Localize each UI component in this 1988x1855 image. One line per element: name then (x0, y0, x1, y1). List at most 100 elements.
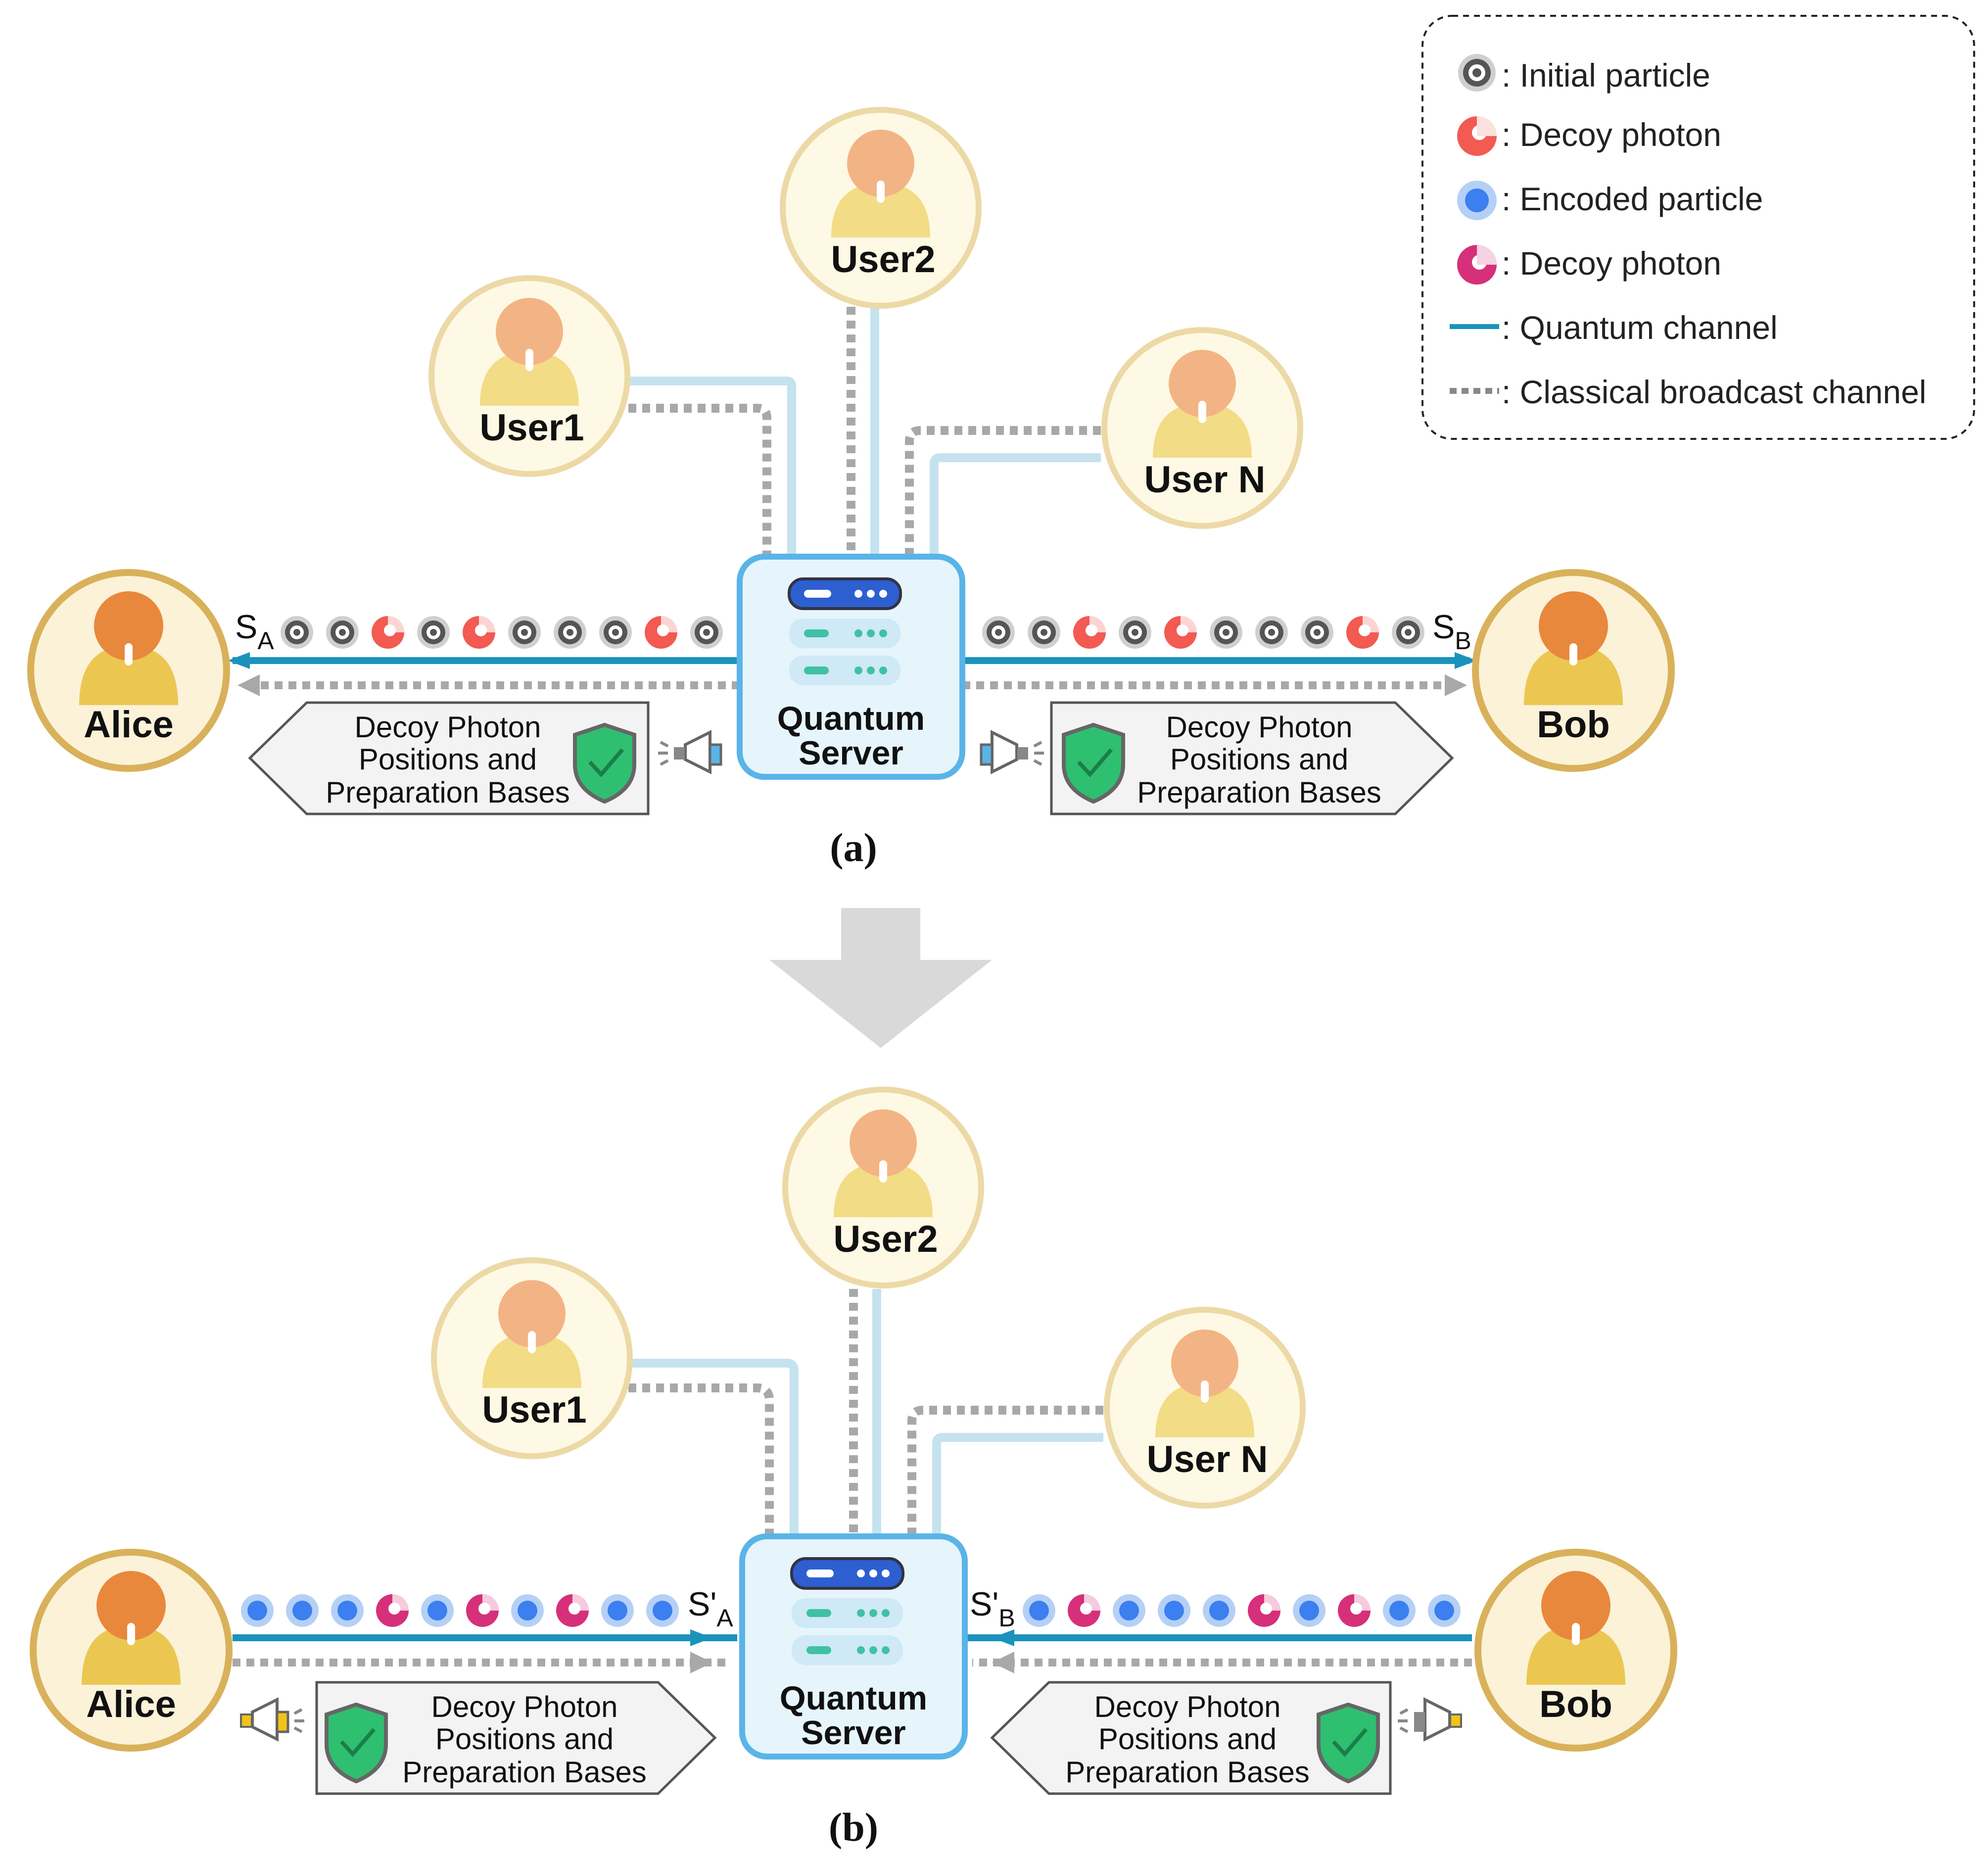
encoded-particle-icon (1383, 1594, 1416, 1627)
user2-avatar-a: User2 (780, 107, 982, 309)
alice-avatar-b: Alice (30, 1549, 233, 1752)
alice-label-b: Alice (86, 1683, 176, 1725)
info-box-left-a-line2: Positions and (359, 743, 537, 776)
initial-particle-icon (1210, 616, 1242, 649)
decoy-photon-red-icon (372, 616, 404, 649)
userN-avatar-b: User N (1104, 1307, 1306, 1509)
particle-sequence-left-b (241, 1594, 679, 1627)
quantum-server-a: Quantum Server (737, 554, 965, 780)
legend-box (1421, 15, 1975, 440)
info-box-right-a-line1: Decoy Photon (1166, 711, 1353, 744)
legend-label-initial: : Initial particle (1502, 57, 1710, 94)
initial-particle-icon (982, 616, 1015, 649)
decoy-photon-magenta-icon (1068, 1594, 1100, 1627)
decoy-photon-red-icon (645, 616, 677, 649)
legend: : Initial particle : Decoy photon : Enco… (1421, 15, 1975, 440)
bob-label-b: Bob (1539, 1683, 1612, 1725)
encoded-particle-icon (1113, 1594, 1145, 1627)
server-label-line1-a: Quantum (777, 700, 925, 737)
arrow-head-from-alice-b (690, 1629, 712, 1646)
info-box-left-b-line3: Preparation Bases (402, 1756, 647, 1789)
initial-particle-icon (1392, 616, 1424, 649)
info-box-left-a-line1: Decoy Photon (355, 711, 541, 744)
down-arrow-icon (769, 908, 992, 1048)
initial-particle-icon (599, 616, 632, 649)
info-box-right-a: Decoy Photon Positions and Preparation B… (1050, 701, 1454, 815)
user-channels-b (628, 1289, 1103, 1539)
megaphone-icon (1398, 1697, 1462, 1742)
caption-b: (b) (829, 1805, 878, 1850)
userN-avatar-a: User N (1101, 327, 1303, 529)
quantum-server-b: Quantum Server (739, 1533, 968, 1760)
classical-arrow-head-alice-a (237, 674, 260, 696)
info-box-right-a-line3: Preparation Bases (1137, 776, 1381, 809)
bob-label-a: Bob (1537, 704, 1610, 746)
shield-check-icon (1317, 1702, 1380, 1784)
userN-label-a: User N (1144, 459, 1266, 501)
decoy-photon-red-icon (1073, 616, 1106, 649)
seq-label-left-a: SA (235, 608, 274, 655)
legend-label-decoy-magenta: : Decoy photon (1502, 245, 1721, 282)
legend-label-decoy-red: : Decoy photon (1502, 116, 1721, 153)
initial-particle-icon (281, 616, 313, 649)
encoded-particle-icon (421, 1594, 454, 1627)
encoded-particle-icon (1203, 1594, 1235, 1627)
initial-particle-icon (326, 616, 359, 649)
info-box-right-b-line1: Decoy Photon (1094, 1690, 1281, 1723)
decoy-photon-magenta-icon (1248, 1594, 1280, 1627)
decoy-photon-red-icon (1346, 616, 1379, 649)
encoded-particle-icon (1023, 1594, 1055, 1627)
bob-avatar-b: Bob (1474, 1549, 1677, 1752)
encoded-particle-icon (286, 1594, 319, 1627)
initial-particle-icon (417, 616, 450, 649)
user1-avatar-a: User1 (428, 275, 630, 477)
encoded-particle-icon (1293, 1594, 1325, 1627)
initial-particle-icon (1301, 616, 1333, 649)
initial-particle-icon (508, 616, 541, 649)
arrow-head-from-bob-b (992, 1629, 1014, 1646)
encoded-particle-icon (241, 1594, 274, 1627)
shield-check-icon (1062, 722, 1125, 804)
megaphone-icon (658, 730, 722, 774)
initial-particle-icon (1028, 616, 1060, 649)
megaphone-icon (980, 730, 1044, 774)
info-box-left-b-line2: Positions and (435, 1722, 614, 1756)
seq-label-right-a: SB (1432, 608, 1471, 655)
encoded-particle-icon (511, 1594, 544, 1627)
megaphone-icon (240, 1697, 304, 1742)
decoy-photon-magenta-icon (556, 1594, 589, 1627)
caption-a: (a) (830, 825, 877, 870)
encoded-particle-icon (1428, 1594, 1461, 1627)
particle-sequence-left-a (281, 616, 723, 649)
info-box-right-b-line2: Positions and (1098, 1722, 1277, 1756)
shield-check-icon (573, 722, 636, 804)
initial-particle-icon (690, 616, 723, 649)
user2-label-b: User2 (833, 1218, 938, 1260)
user2-label-a: User2 (831, 238, 935, 281)
info-box-right-b-line3: Preparation Bases (1065, 1756, 1310, 1789)
userN-label-b: User N (1147, 1438, 1268, 1480)
arrow-head-to-alice-a (228, 652, 250, 669)
info-box-left-b-line1: Decoy Photon (431, 1690, 618, 1723)
decoy-photon-red-icon (1164, 616, 1197, 649)
user1-label-a: User1 (479, 407, 584, 449)
info-box-left-b: Decoy Photon Positions and Preparation B… (315, 1681, 717, 1795)
legend-label-encoded: : Encoded particle (1502, 181, 1763, 217)
encoded-particle-icon (1158, 1594, 1190, 1627)
particle-sequence-right-b (1023, 1594, 1461, 1627)
info-box-right-b: Decoy Photon Positions and Preparation B… (990, 1681, 1392, 1795)
decoy-photon-magenta-icon (376, 1594, 409, 1627)
initial-particle-icon (1255, 616, 1288, 649)
info-box-left-a-line3: Preparation Bases (326, 776, 570, 809)
decoy-photon-red-icon (463, 616, 495, 649)
user-channels-a (628, 307, 1101, 559)
alice-label-a: Alice (84, 704, 174, 746)
server-label-line2-a: Server (799, 734, 903, 772)
decoy-photon-magenta-icon (1338, 1594, 1371, 1627)
seq-label-right-b: S'B (970, 1585, 1015, 1632)
initial-particle-icon (1119, 616, 1151, 649)
shield-check-icon (325, 1702, 388, 1784)
encoded-particle-icon (331, 1594, 364, 1627)
user2-avatar-b: User2 (782, 1087, 984, 1288)
